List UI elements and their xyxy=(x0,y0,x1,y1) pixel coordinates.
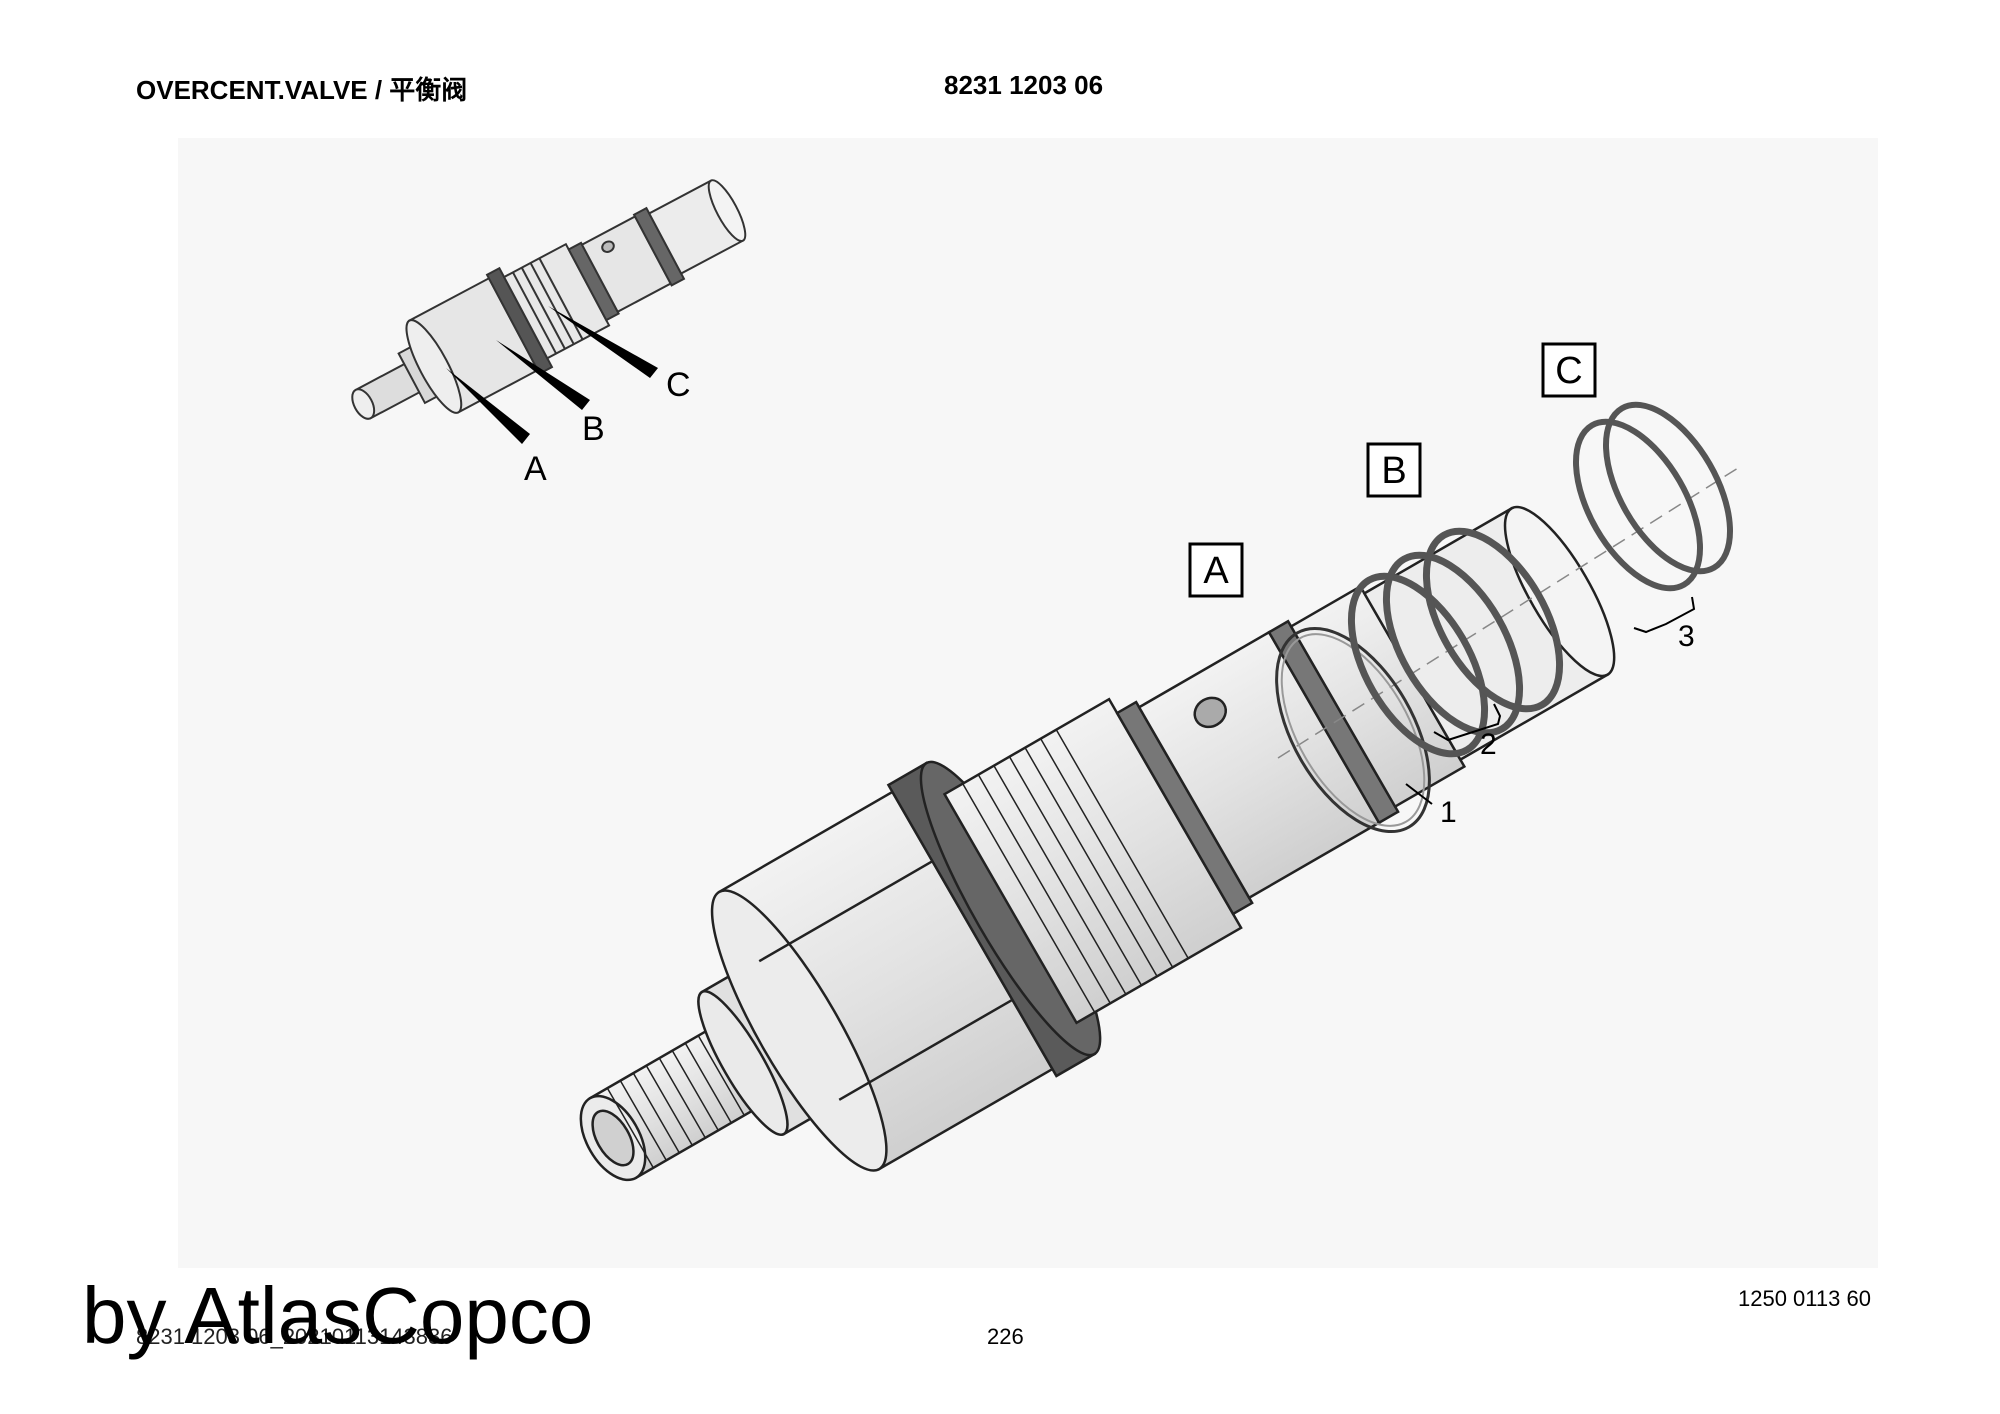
valve-illustration: A B C xyxy=(351,179,1739,1182)
center-line xyxy=(1277,467,1739,759)
item-number-2: 2 xyxy=(1480,728,1497,761)
o-ring-a xyxy=(1275,626,1431,834)
item-number-3: 3 xyxy=(1678,620,1695,653)
watermark-text: by AtlasCopco xyxy=(82,1271,594,1360)
item-number-1: 1 xyxy=(1440,796,1457,829)
document-title: OVERCENT.VALVE / 平衡阀 xyxy=(136,75,468,105)
section-box-a xyxy=(1188,542,1244,598)
section-box-c xyxy=(1541,342,1597,398)
part-number: 8231 1203 06 xyxy=(944,70,1104,100)
detail-label-b: B xyxy=(582,410,605,448)
section-label-a: A xyxy=(1203,550,1229,592)
leader-lines xyxy=(1405,596,1696,805)
detail-arrows xyxy=(446,306,658,444)
ring-set-b xyxy=(1347,527,1564,758)
ring-set-c xyxy=(1573,401,1733,592)
page-number: 226 xyxy=(987,1324,1024,1349)
detail-label-c: C xyxy=(666,366,691,404)
file-reference: 8231 1203 06_20210113143836 xyxy=(136,1324,453,1349)
overview-valve xyxy=(351,179,747,420)
drawing-number: 1250 0113 60 xyxy=(1738,1286,1871,1311)
section-box-b xyxy=(1366,442,1422,498)
section-label-b: B xyxy=(1381,450,1406,492)
section-label-c: C xyxy=(1555,350,1582,392)
detail-label-a: A xyxy=(524,450,547,488)
main-valve xyxy=(579,505,1616,1182)
exploded-view-drawing: A B C xyxy=(178,138,1878,1268)
